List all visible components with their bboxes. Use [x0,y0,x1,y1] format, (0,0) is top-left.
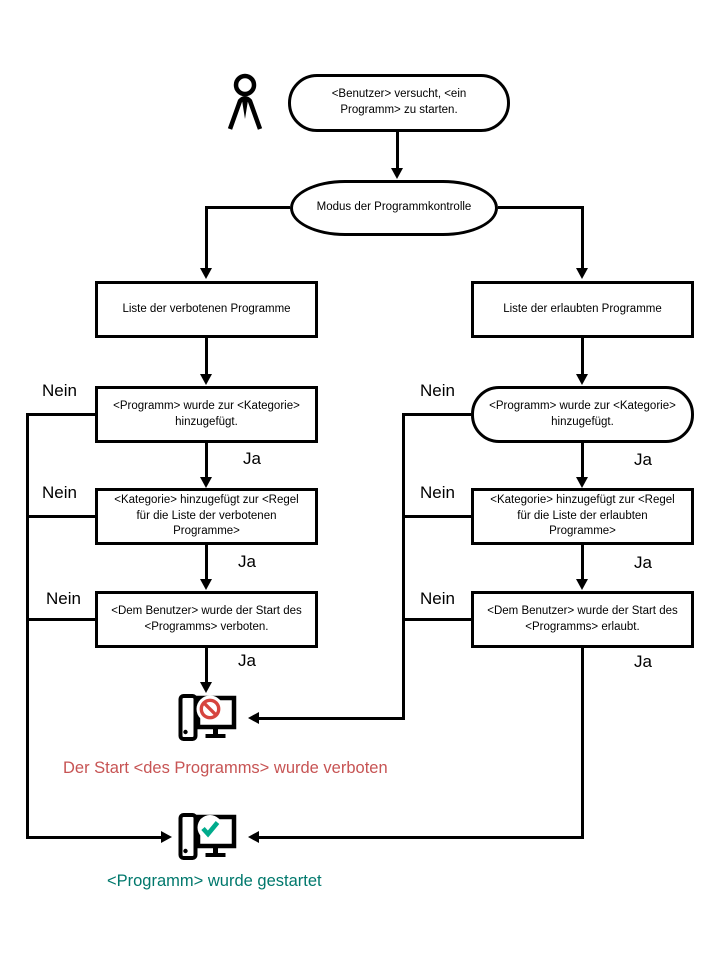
connector-line [205,206,208,268]
connector-line [581,338,584,374]
no-label: Nein [420,589,455,608]
arrow-head [161,831,172,843]
arrow-head [248,712,259,724]
connector-line [259,717,405,720]
yes-label: Ja [634,652,652,671]
connector-line [581,443,584,477]
user-icon [227,73,263,130]
connector-line [26,618,95,621]
connector-line [26,413,95,416]
connector-line [498,206,584,209]
forbidden-rule-check-node: <Kategorie> hinzugefügt zur <Regel für d… [95,488,318,545]
forbidden-user-check-node: <Dem Benutzer> wurde der Start des <Prog… [95,591,318,648]
mode-node: Modus der Programmkontrolle [290,180,498,236]
allowed-list-node: Liste der erlaubten Programme [471,281,694,338]
no-label: Nein [46,589,81,608]
computer-denied-icon [178,694,237,741]
allowed-rule-check-node: <Kategorie> hinzugefügt zur <Regel für d… [471,488,694,545]
allowed-user-check-node: <Dem Benutzer> wurde der Start des <Prog… [471,591,694,648]
yes-label: Ja [634,450,652,469]
no-label: Nein [42,483,77,502]
arrow-head [200,477,212,488]
no-label: Nein [420,381,455,400]
allowed-category-check-node: <Programm> wurde zur <Kategorie> hinzuge… [471,386,694,443]
no-label: Nein [420,483,455,502]
yes-label: Ja [634,553,652,572]
connector-line [259,836,584,839]
arrow-head [200,579,212,590]
computer-ok-icon [178,813,237,860]
arrow-head [576,579,588,590]
connector-line [26,515,95,518]
connector-line [402,413,405,720]
arrow-head [391,168,403,179]
forbidden-list-node: Liste der verbotenen Programme [95,281,318,338]
connector-line [581,206,584,268]
connector-line [205,545,208,579]
no-label: Nein [42,381,77,400]
check-icon [201,821,220,838]
start-node: <Benutzer> versucht, <ein Programm> zu s… [288,74,510,132]
started-outcome-text: <Programm> wurde gestartet [107,872,322,890]
arrow-head [200,374,212,385]
connector-line [402,515,471,518]
arrow-head [576,477,588,488]
connector-line [26,413,29,839]
connector-line [396,132,399,168]
arrow-head [576,374,588,385]
arrow-head [248,831,259,843]
connector-line [402,618,471,621]
connector-line [205,648,208,682]
prohibition-icon [199,698,221,720]
connector-line [205,443,208,477]
connector-line [581,648,584,839]
forbidden-category-check-node: <Programm> wurde zur <Kategorie> hinzuge… [95,386,318,443]
yes-label: Ja [243,449,261,468]
connector-line [26,836,161,839]
yes-label: Ja [238,552,256,571]
connector-line [581,545,584,579]
connector-line [205,206,290,209]
connector-line [402,413,471,416]
arrow-head [576,268,588,279]
yes-label: Ja [238,651,256,670]
arrow-head [200,268,212,279]
arrow-head [200,682,212,693]
connector-line [205,338,208,374]
denied-outcome-text: Der Start <des Programms> wurde verboten [63,759,388,777]
